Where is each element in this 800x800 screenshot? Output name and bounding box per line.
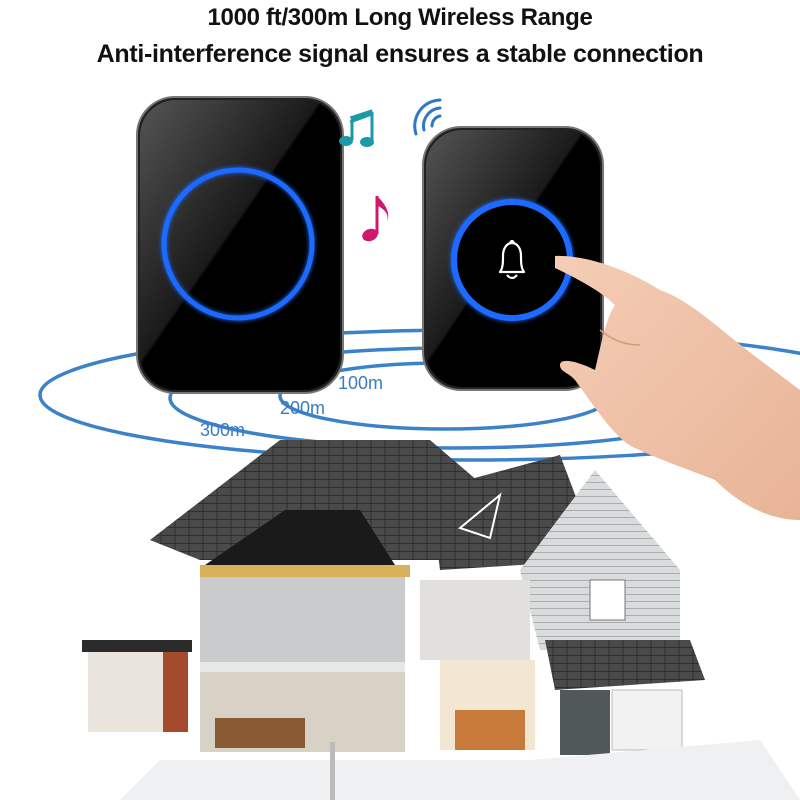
range-label-200m: 200m [280,398,326,418]
range-label-300m: 300m [200,420,246,440]
wifi-signal-icon [413,98,442,136]
transmitter-device [422,126,604,391]
doorbell-button-ring [451,199,573,321]
hand-illustration [555,255,800,520]
bell-icon [498,239,526,280]
receiver-light-ring [161,167,315,321]
receiver-device [136,96,344,394]
music-note-teal-icon [339,109,374,147]
headline-stability: Anti-interference signal ensures a stabl… [96,40,704,68]
house-illustration [82,440,800,800]
headline-range: 1000 ft/300m Long Wireless Range [207,4,593,31]
music-note-pink-icon [362,196,389,242]
range-label-100m: 100m [338,373,384,393]
